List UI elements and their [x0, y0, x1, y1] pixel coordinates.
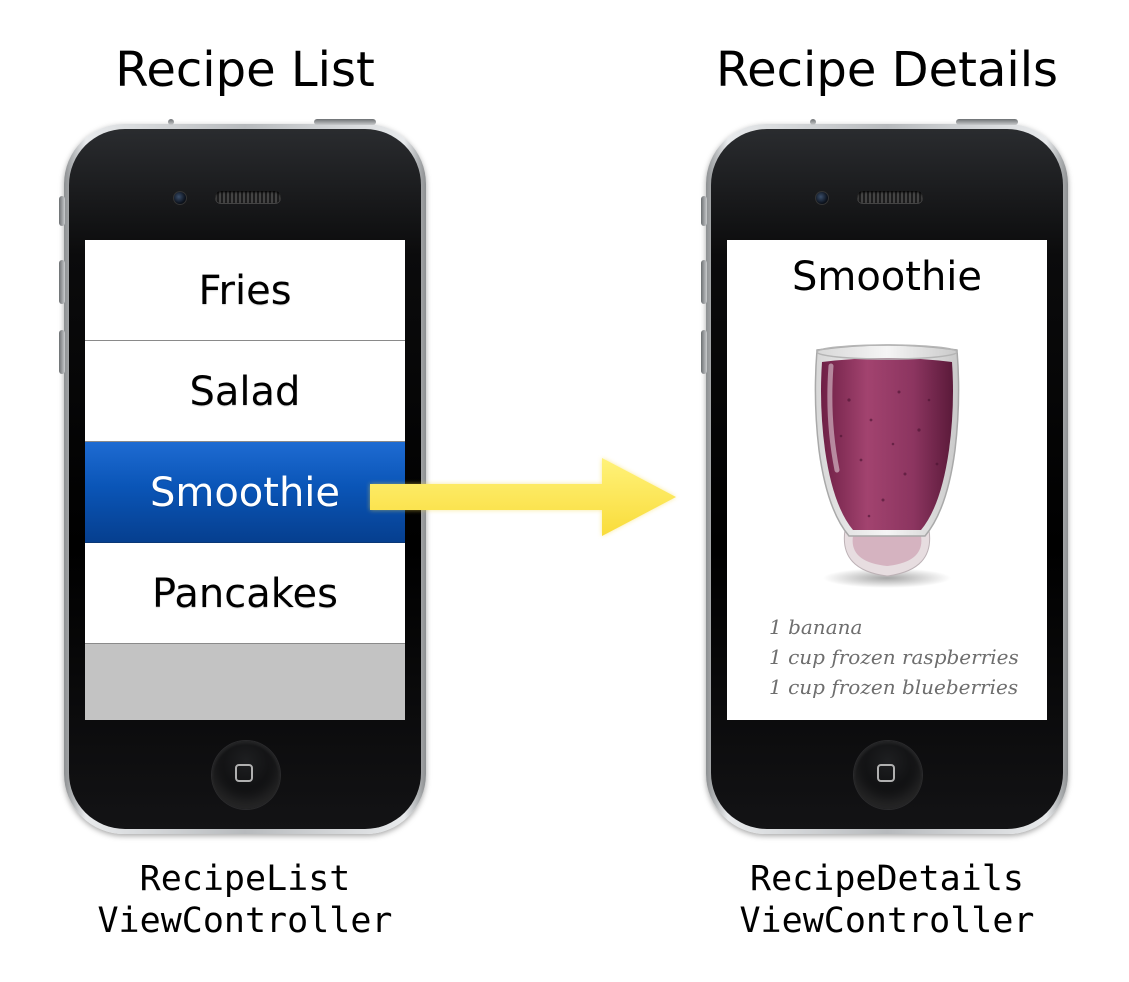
- recipe-details-heading: Recipe Details: [715, 42, 1059, 98]
- home-button-icon[interactable]: [854, 741, 922, 809]
- camera-icon: [815, 191, 829, 205]
- speaker-icon: [215, 191, 281, 203]
- home-square-icon: [877, 764, 895, 782]
- power-button: [956, 119, 1018, 125]
- ingredients-list: 1 banana 1 cup frozen raspberries 1 cup …: [769, 612, 1019, 702]
- ingredient-item: 1 cup frozen blueberries: [769, 675, 1019, 699]
- recipe-details-screen: Smoothie: [727, 240, 1047, 720]
- caption-line: ViewController: [97, 901, 393, 941]
- phone-recipe-list: Fries Salad Smoothie Pancakes: [59, 119, 426, 834]
- recipe-title: Smoothie: [791, 254, 983, 300]
- list-item-smoothie[interactable]: Smoothie: [85, 442, 405, 543]
- camera-icon: [173, 191, 187, 205]
- volume-down-button: [59, 330, 65, 374]
- recipe-list-caption: RecipeList ViewController: [64, 858, 426, 942]
- caption-line: RecipeList: [139, 859, 351, 899]
- phone-bezel: Smoothie: [711, 129, 1063, 829]
- volume-up-button: [701, 260, 707, 304]
- list-item-fries[interactable]: Fries: [85, 240, 405, 341]
- list-item-label: Pancakes: [152, 571, 338, 617]
- ingredient-item: 1 banana: [769, 615, 863, 639]
- smoothie-glass-icon: [814, 344, 960, 588]
- mute-switch: [59, 196, 65, 226]
- home-button-icon[interactable]: [212, 741, 280, 809]
- list-item-label: Fries: [198, 268, 292, 314]
- phone-bezel: Fries Salad Smoothie Pancakes: [69, 129, 421, 829]
- list-item-salad[interactable]: Salad: [85, 341, 405, 442]
- list-item-label: Salad: [189, 369, 301, 415]
- top-notch: [810, 119, 816, 125]
- volume-up-button: [59, 260, 65, 304]
- mute-switch: [701, 196, 707, 226]
- caption-line: ViewController: [739, 901, 1035, 941]
- top-notch: [168, 119, 174, 125]
- phone-recipe-details: Smoothie: [701, 119, 1068, 834]
- ingredient-item: 1 cup frozen raspberries: [769, 645, 1019, 669]
- home-square-icon: [235, 764, 253, 782]
- list-item-label: Smoothie: [149, 470, 341, 516]
- caption-line: RecipeDetails: [750, 859, 1024, 899]
- power-button: [314, 119, 376, 125]
- list-item-pancakes[interactable]: Pancakes: [85, 543, 405, 644]
- recipe-details-caption: RecipeDetails ViewController: [706, 858, 1068, 942]
- recipe-list-heading: Recipe List: [115, 42, 375, 98]
- volume-down-button: [701, 330, 707, 374]
- recipe-list-screen: Fries Salad Smoothie Pancakes: [85, 240, 405, 720]
- speaker-icon: [857, 191, 923, 203]
- arrow-icon: [370, 458, 676, 536]
